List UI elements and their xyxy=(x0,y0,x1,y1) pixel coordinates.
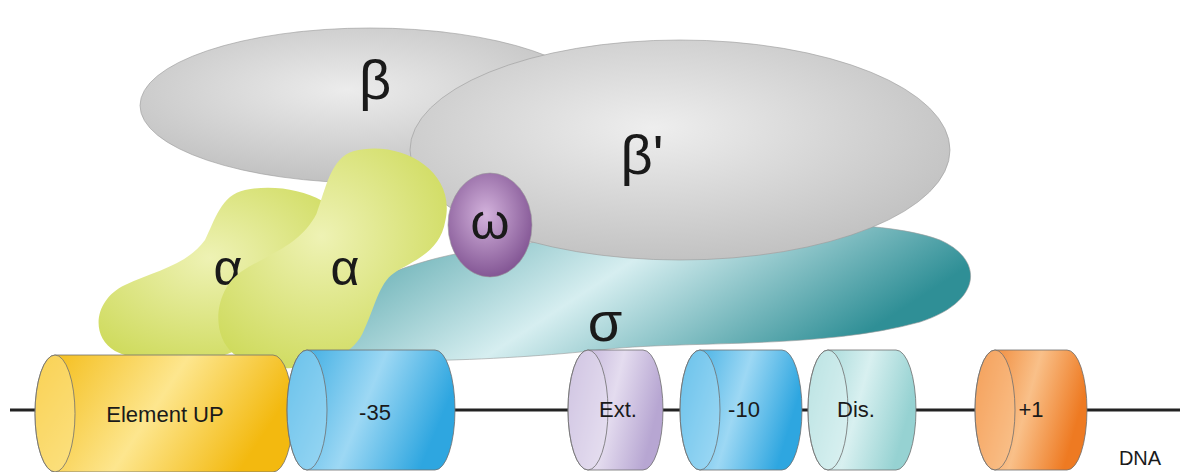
start-site: +1 xyxy=(975,350,1087,470)
sigma-factor-shape xyxy=(270,223,971,360)
cylinder-body xyxy=(287,350,455,470)
cylinder-face xyxy=(35,355,75,472)
promoter-box: Ext. xyxy=(568,350,663,470)
cylinder-face xyxy=(975,350,1015,470)
cylinder-body xyxy=(808,350,916,470)
cylinder-body xyxy=(680,350,802,470)
element-label: +1 xyxy=(1018,398,1043,422)
subunit-label: σ xyxy=(588,291,623,353)
promoter-box: Dis. xyxy=(808,350,916,470)
up-element: Element UP xyxy=(35,355,293,472)
cylinder-body xyxy=(975,350,1087,470)
promoter-box: -10 xyxy=(680,350,802,470)
cylinder-face xyxy=(680,350,720,470)
element-label: -35 xyxy=(359,401,391,425)
cylinder-body xyxy=(568,350,663,470)
beta-prime-subunit-shape xyxy=(410,40,950,260)
promoter-box: -35 xyxy=(287,350,455,470)
cylinder-body xyxy=(35,355,293,472)
element-label: -10 xyxy=(728,398,760,422)
label-holder: DNA xyxy=(1119,447,1161,469)
dna-label: DNA xyxy=(1119,447,1161,469)
element-label: Element UP xyxy=(106,403,223,427)
subunit-label: β' xyxy=(621,124,664,186)
omega-subunit: ω xyxy=(448,173,532,277)
element-label: Dis. xyxy=(837,398,875,422)
subunit-label: α xyxy=(331,241,360,296)
alpha-subunit: α xyxy=(215,145,450,365)
omega-subunit-shape xyxy=(448,173,532,277)
cylinder-face xyxy=(287,350,327,470)
element-label: Ext. xyxy=(599,398,637,422)
subunit-label: β xyxy=(359,49,391,111)
subunit-label: ω xyxy=(470,195,509,250)
